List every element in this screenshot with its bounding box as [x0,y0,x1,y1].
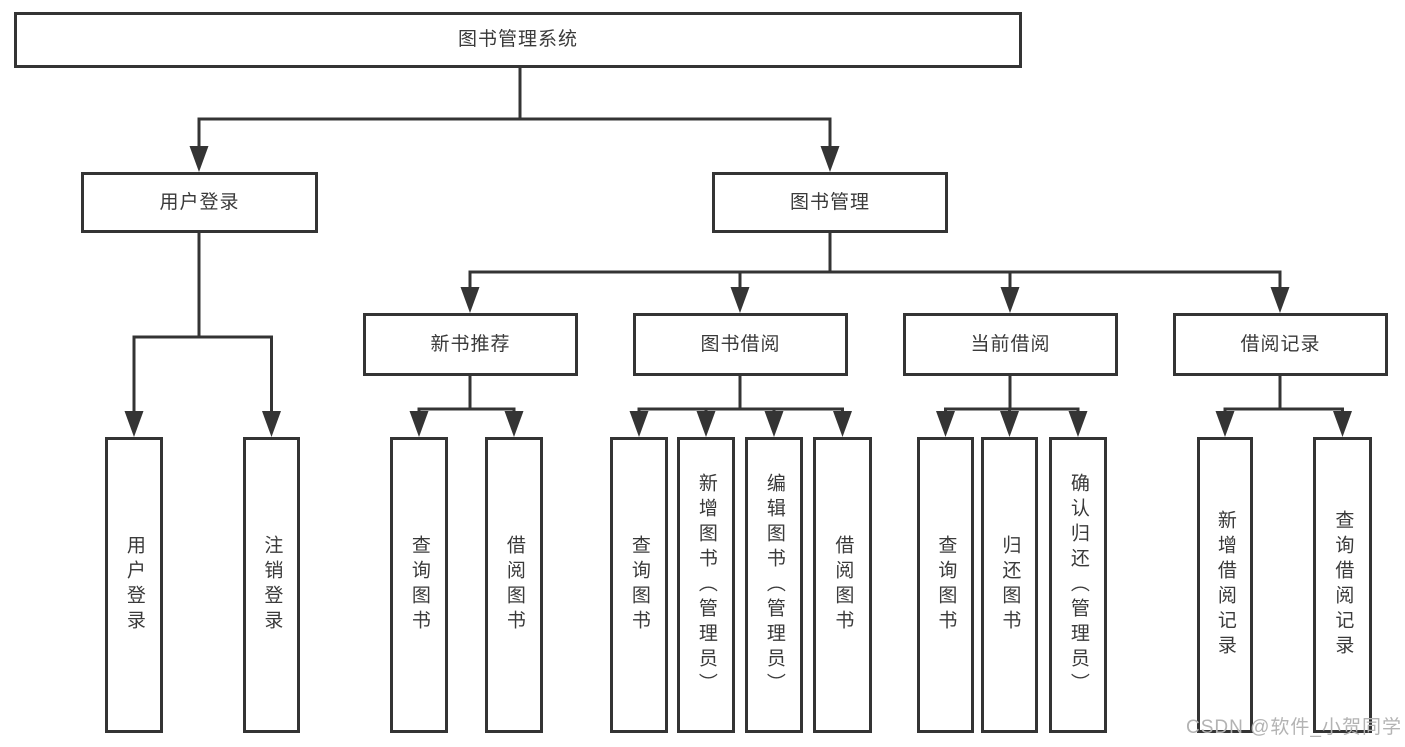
arrow-icon [833,411,852,437]
arrow-icon [189,146,209,172]
node-root: 图书管理系统 [14,12,1022,68]
node-borrowing-records: 借阅记录 [1173,313,1388,376]
arrow-icon [1270,287,1290,313]
arrow-icon [504,411,524,437]
arrow-icon [262,411,281,437]
node-book-management: 图书管理 [712,172,948,233]
arrow-icon [936,411,955,437]
leaf-records-query-borrow-record: 查询借阅记录 [1313,437,1372,733]
leaf-newbook-query-books: 查询图书 [390,437,448,733]
leaf-current-query-books: 查询图书 [917,437,974,733]
arrow-icon [730,287,750,313]
leaf-records-add-borrow-record: 新增借阅记录 [1197,437,1253,733]
arrow-icon [820,146,840,172]
leaf-current-confirm-return-admin: 确认归还（管理员） [1049,437,1107,733]
arrow-icon [1000,287,1020,313]
leaf-borrowing-edit-books-admin: 编辑图书（管理员） [745,437,803,733]
arrow-icon [629,411,649,437]
leaf-borrowing-query-books: 查询图书 [610,437,668,733]
leaf-borrowing-add-books-admin: 新增图书（管理员） [677,437,735,733]
watermark: CSDN @软件_小贺同学 [1186,717,1402,738]
node-current-borrowing: 当前借阅 [903,313,1118,376]
leaf-logout: 注销登录 [243,437,300,733]
arrow-icon [409,411,429,437]
arrow-icon [1000,411,1019,437]
arrowhead-icons [124,146,1352,437]
arrow-icon [1215,411,1235,437]
node-new-book-recommendation: 新书推荐 [363,313,578,376]
arrow-icon [764,411,784,437]
arrow-icon [460,287,480,313]
leaf-user-login: 用户登录 [105,437,163,733]
leaf-current-return-books: 归还图书 [981,437,1038,733]
arrow-icon [696,411,716,437]
node-book-borrowing: 图书借阅 [633,313,848,376]
arrow-icon [124,411,144,437]
leaf-borrowing-borrow-books: 借阅图书 [813,437,872,733]
leaf-newbook-borrow-books: 借阅图书 [485,437,543,733]
connector-lines [132,68,1344,428]
arrow-icon [1333,411,1352,437]
arrow-icon [1068,411,1088,437]
node-user-login: 用户登录 [81,172,318,233]
